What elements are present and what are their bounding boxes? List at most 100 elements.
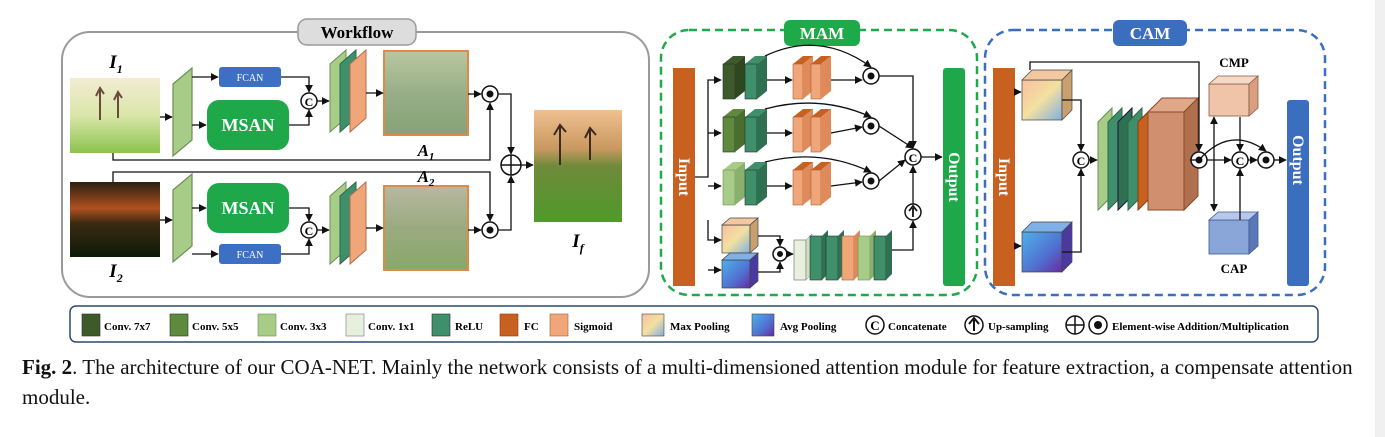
cam-concat-op: C [1072, 151, 1090, 169]
trees-output-icon [553, 123, 597, 165]
legend-conv1: Conv. 1x1 [345, 313, 414, 337]
cam-maxpool-cube [1021, 69, 1073, 121]
mam-input-label: Input [675, 158, 692, 197]
legend-fc: FC [499, 313, 539, 337]
mam-output-label: Output [945, 152, 962, 202]
concat-op-2: C [300, 221, 318, 239]
mam-input-bar [673, 68, 695, 286]
cam-output-label: Output [1289, 135, 1306, 185]
cam-title: CAM [1130, 24, 1171, 43]
workflow-title: Workflow [321, 23, 394, 42]
figure-caption: Fig. 2. The architecture of our COA-NET.… [22, 352, 1367, 412]
mam-output-bar [943, 68, 965, 286]
svg-text:Concatenate: Concatenate [888, 321, 947, 333]
fcan-label-2: FCAN [237, 250, 264, 261]
legend-maxpool: Max Pooling [641, 313, 730, 337]
legend-conv3: Conv. 3x3 [257, 313, 327, 337]
conv-stack-2 [329, 180, 367, 266]
fcan-block-2 [219, 244, 281, 264]
input-2-label: I2 [108, 261, 122, 285]
workflow-title-box [297, 18, 417, 46]
legend-upsampling: Up-sampling [964, 315, 1049, 335]
legend-avgpool: Avg Pooling [751, 313, 837, 337]
legend-conv5: Conv. 5x5 [169, 313, 239, 337]
svg-text:Conv. 7x7: Conv. 7x7 [104, 321, 151, 333]
svg-text:ReLU: ReLU [455, 321, 483, 333]
svg-text:Conv. 5x5: Conv. 5x5 [192, 321, 239, 333]
svg-text:FC: FC [524, 321, 539, 333]
msan-label-1: MSAN [222, 115, 275, 135]
mam-upsample-op [904, 203, 922, 221]
mam-branch-conv5 [722, 109, 831, 153]
msan-block-2 [207, 183, 289, 233]
svg-text:C: C [1077, 154, 1086, 168]
legend-conv7: Conv. 7x7 [81, 313, 151, 337]
legend-concatenate: C Concatenate [865, 315, 947, 335]
svg-text:Max Pooling: Max Pooling [670, 321, 730, 333]
input-image-1 [70, 78, 160, 153]
svg-text:Up-sampling: Up-sampling [988, 321, 1049, 333]
conv-stack-1 [329, 48, 367, 134]
msan-block-1 [207, 100, 289, 150]
cam-input-bar [993, 68, 1015, 286]
input-image-2 [70, 182, 160, 257]
msan-label-2: MSAN [222, 198, 275, 218]
fcan-label-1: FCAN [237, 73, 264, 84]
multiply-op-2 [481, 221, 499, 239]
multiply-op-1 [481, 85, 499, 103]
cam-ops: C [1190, 151, 1275, 169]
scrollbar[interactable] [1375, 0, 1385, 437]
svg-text:C: C [305, 95, 314, 109]
cam-avgpool-cube [1021, 221, 1073, 273]
cam-output-bar [1287, 100, 1309, 286]
svg-text:C: C [1236, 154, 1245, 168]
legend-sigmoid: Sigmoid [549, 313, 613, 337]
mam-branch-conv7 [722, 56, 831, 100]
mam-branch-conv3 [722, 162, 831, 206]
output-image [534, 110, 622, 222]
attention-map-1 [383, 50, 469, 136]
cam-panel [983, 28, 1327, 297]
legend-relu: ReLU [431, 313, 483, 337]
svg-text:Element-wise Addition/Multipli: Element-wise Addition/Multiplication [1112, 321, 1289, 333]
fcan-block-1 [219, 67, 281, 87]
conv3-block [172, 66, 193, 158]
input-1-label: I1 [108, 52, 122, 76]
concat-op-1: C [300, 92, 318, 110]
cam-conv-stack [1097, 96, 1200, 212]
cam-cmp-cube [1207, 75, 1260, 117]
add-op [500, 154, 522, 176]
cam-cap-cube [1207, 211, 1260, 255]
cap-label: CAP [1221, 261, 1248, 276]
svg-text:Sigmoid: Sigmoid [574, 321, 613, 333]
attention-map-2 [383, 185, 469, 271]
cam-input-label: Input [995, 158, 1012, 197]
conv3-block [172, 172, 193, 264]
output-label: If [571, 231, 584, 255]
cam-title-box [1113, 20, 1187, 46]
attention-2-label: A2 [417, 167, 435, 189]
svg-text:Conv. 1x1: Conv. 1x1 [368, 321, 414, 333]
svg-text:C: C [909, 151, 918, 165]
trees-1-icon [95, 86, 123, 120]
attention-1-label: A1 [417, 141, 435, 163]
caption-label: Fig. 2 [22, 355, 73, 379]
mam-pool-conv-stack [793, 230, 892, 281]
mam-concat-op: C [904, 148, 922, 166]
svg-text:Conv. 3x3: Conv. 3x3 [280, 321, 327, 333]
cam-connectors [1013, 61, 1287, 253]
caption-text: . The architecture of our COA-NET. Mainl… [22, 355, 1353, 409]
mam-connectors [695, 44, 943, 274]
legend-box [69, 305, 1319, 343]
cmp-label: CMP [1219, 55, 1249, 70]
svg-text:Avg Pooling: Avg Pooling [780, 321, 837, 333]
svg-text:C: C [870, 318, 879, 333]
mam-title-box [784, 20, 860, 46]
mam-multiply-ops [772, 67, 880, 262]
mam-title: MAM [800, 24, 844, 43]
workflow-connectors [112, 73, 534, 258]
architecture-diagram: Workflow I1 I2 FCAN MSAN MSAN FCAN C C A… [61, 18, 1327, 343]
mam-maxpool-cube [721, 217, 759, 254]
mam-avgpool-cube [721, 252, 759, 289]
svg-text:C: C [305, 224, 314, 238]
